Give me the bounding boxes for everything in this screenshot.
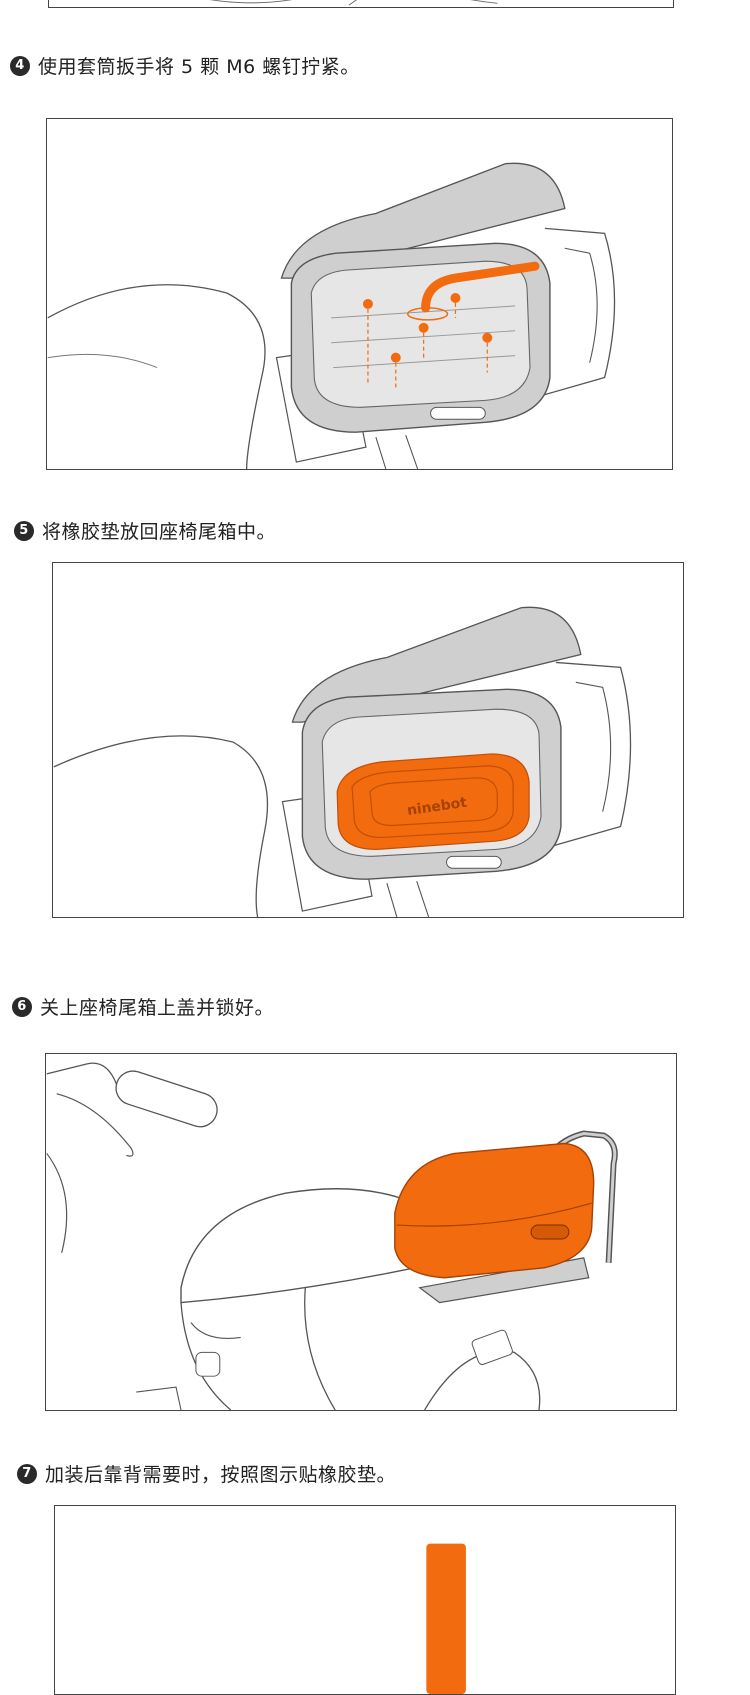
step-5-caption: 5 将橡胶垫放回座椅尾箱中。	[14, 517, 276, 544]
figure-step-6-drawing	[46, 1062, 618, 1410]
step-5-number: 5	[14, 520, 34, 541]
step-4-caption: 4 使用套筒扳手将 5 颗 M6 螺钉拧紧。	[10, 52, 360, 79]
figure-step-4	[46, 118, 673, 470]
figure-step-6	[45, 1053, 677, 1411]
step-7-text: 加装后靠背需要时，按照图示贴橡胶垫。	[45, 1464, 397, 1486]
step-7-caption: 7 加装后靠背需要时，按照图示贴橡胶垫。	[17, 1460, 396, 1487]
step-5-text: 将橡胶垫放回座椅尾箱中。	[42, 521, 277, 543]
figure-step-4-drawing	[47, 162, 616, 469]
figure-step-5-drawing: ninebot	[53, 606, 632, 917]
step-6-caption: 6 关上座椅尾箱上盖并锁好。	[12, 993, 274, 1020]
figure-step-5: ninebot	[52, 562, 684, 918]
figure-top-partial	[48, 0, 674, 8]
step-6-number: 6	[12, 996, 32, 1017]
figure-step-7-drawing	[426, 1543, 466, 1694]
step-7-number: 7	[17, 1463, 37, 1484]
step-4-text: 使用套筒扳手将 5 颗 M6 螺钉拧紧。	[38, 56, 360, 78]
step-4-number: 4	[10, 55, 30, 76]
figure-step-7-partial	[54, 1505, 676, 1695]
figure-top-partial-drawing	[209, 0, 498, 6]
step-6-text: 关上座椅尾箱上盖并锁好。	[40, 997, 275, 1019]
